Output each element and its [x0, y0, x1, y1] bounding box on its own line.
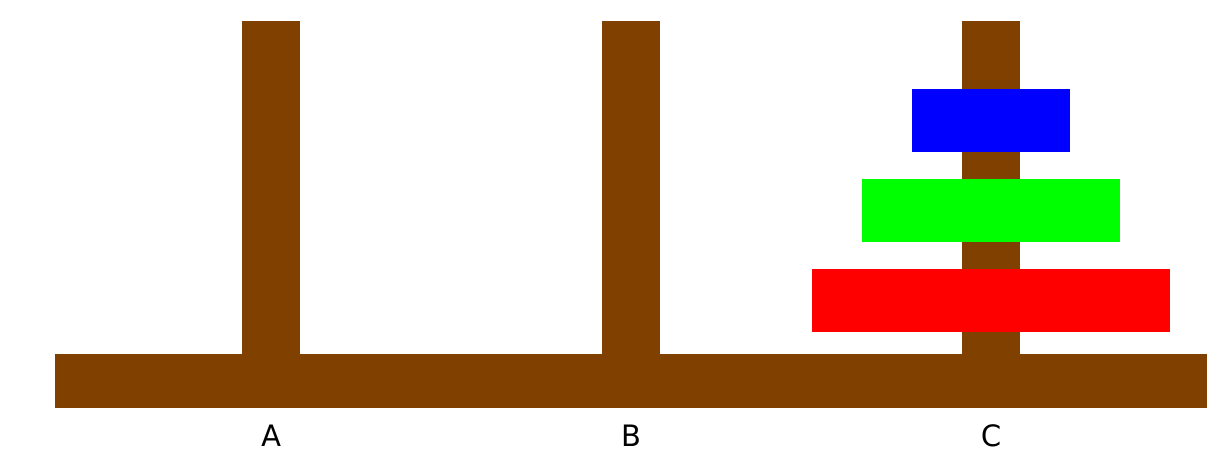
peg-b-label: B [621, 419, 641, 453]
peg-a[interactable] [242, 21, 300, 356]
disk-size-2-on-peg-c[interactable] [862, 179, 1120, 242]
disk-size-3-on-peg-c[interactable] [812, 269, 1170, 332]
peg-c-label: C [980, 419, 1002, 453]
disk-size-1-on-peg-c[interactable] [912, 89, 1070, 152]
peg-a-label: A [261, 419, 281, 453]
peg-b[interactable] [602, 21, 660, 356]
base-board [55, 354, 1207, 408]
